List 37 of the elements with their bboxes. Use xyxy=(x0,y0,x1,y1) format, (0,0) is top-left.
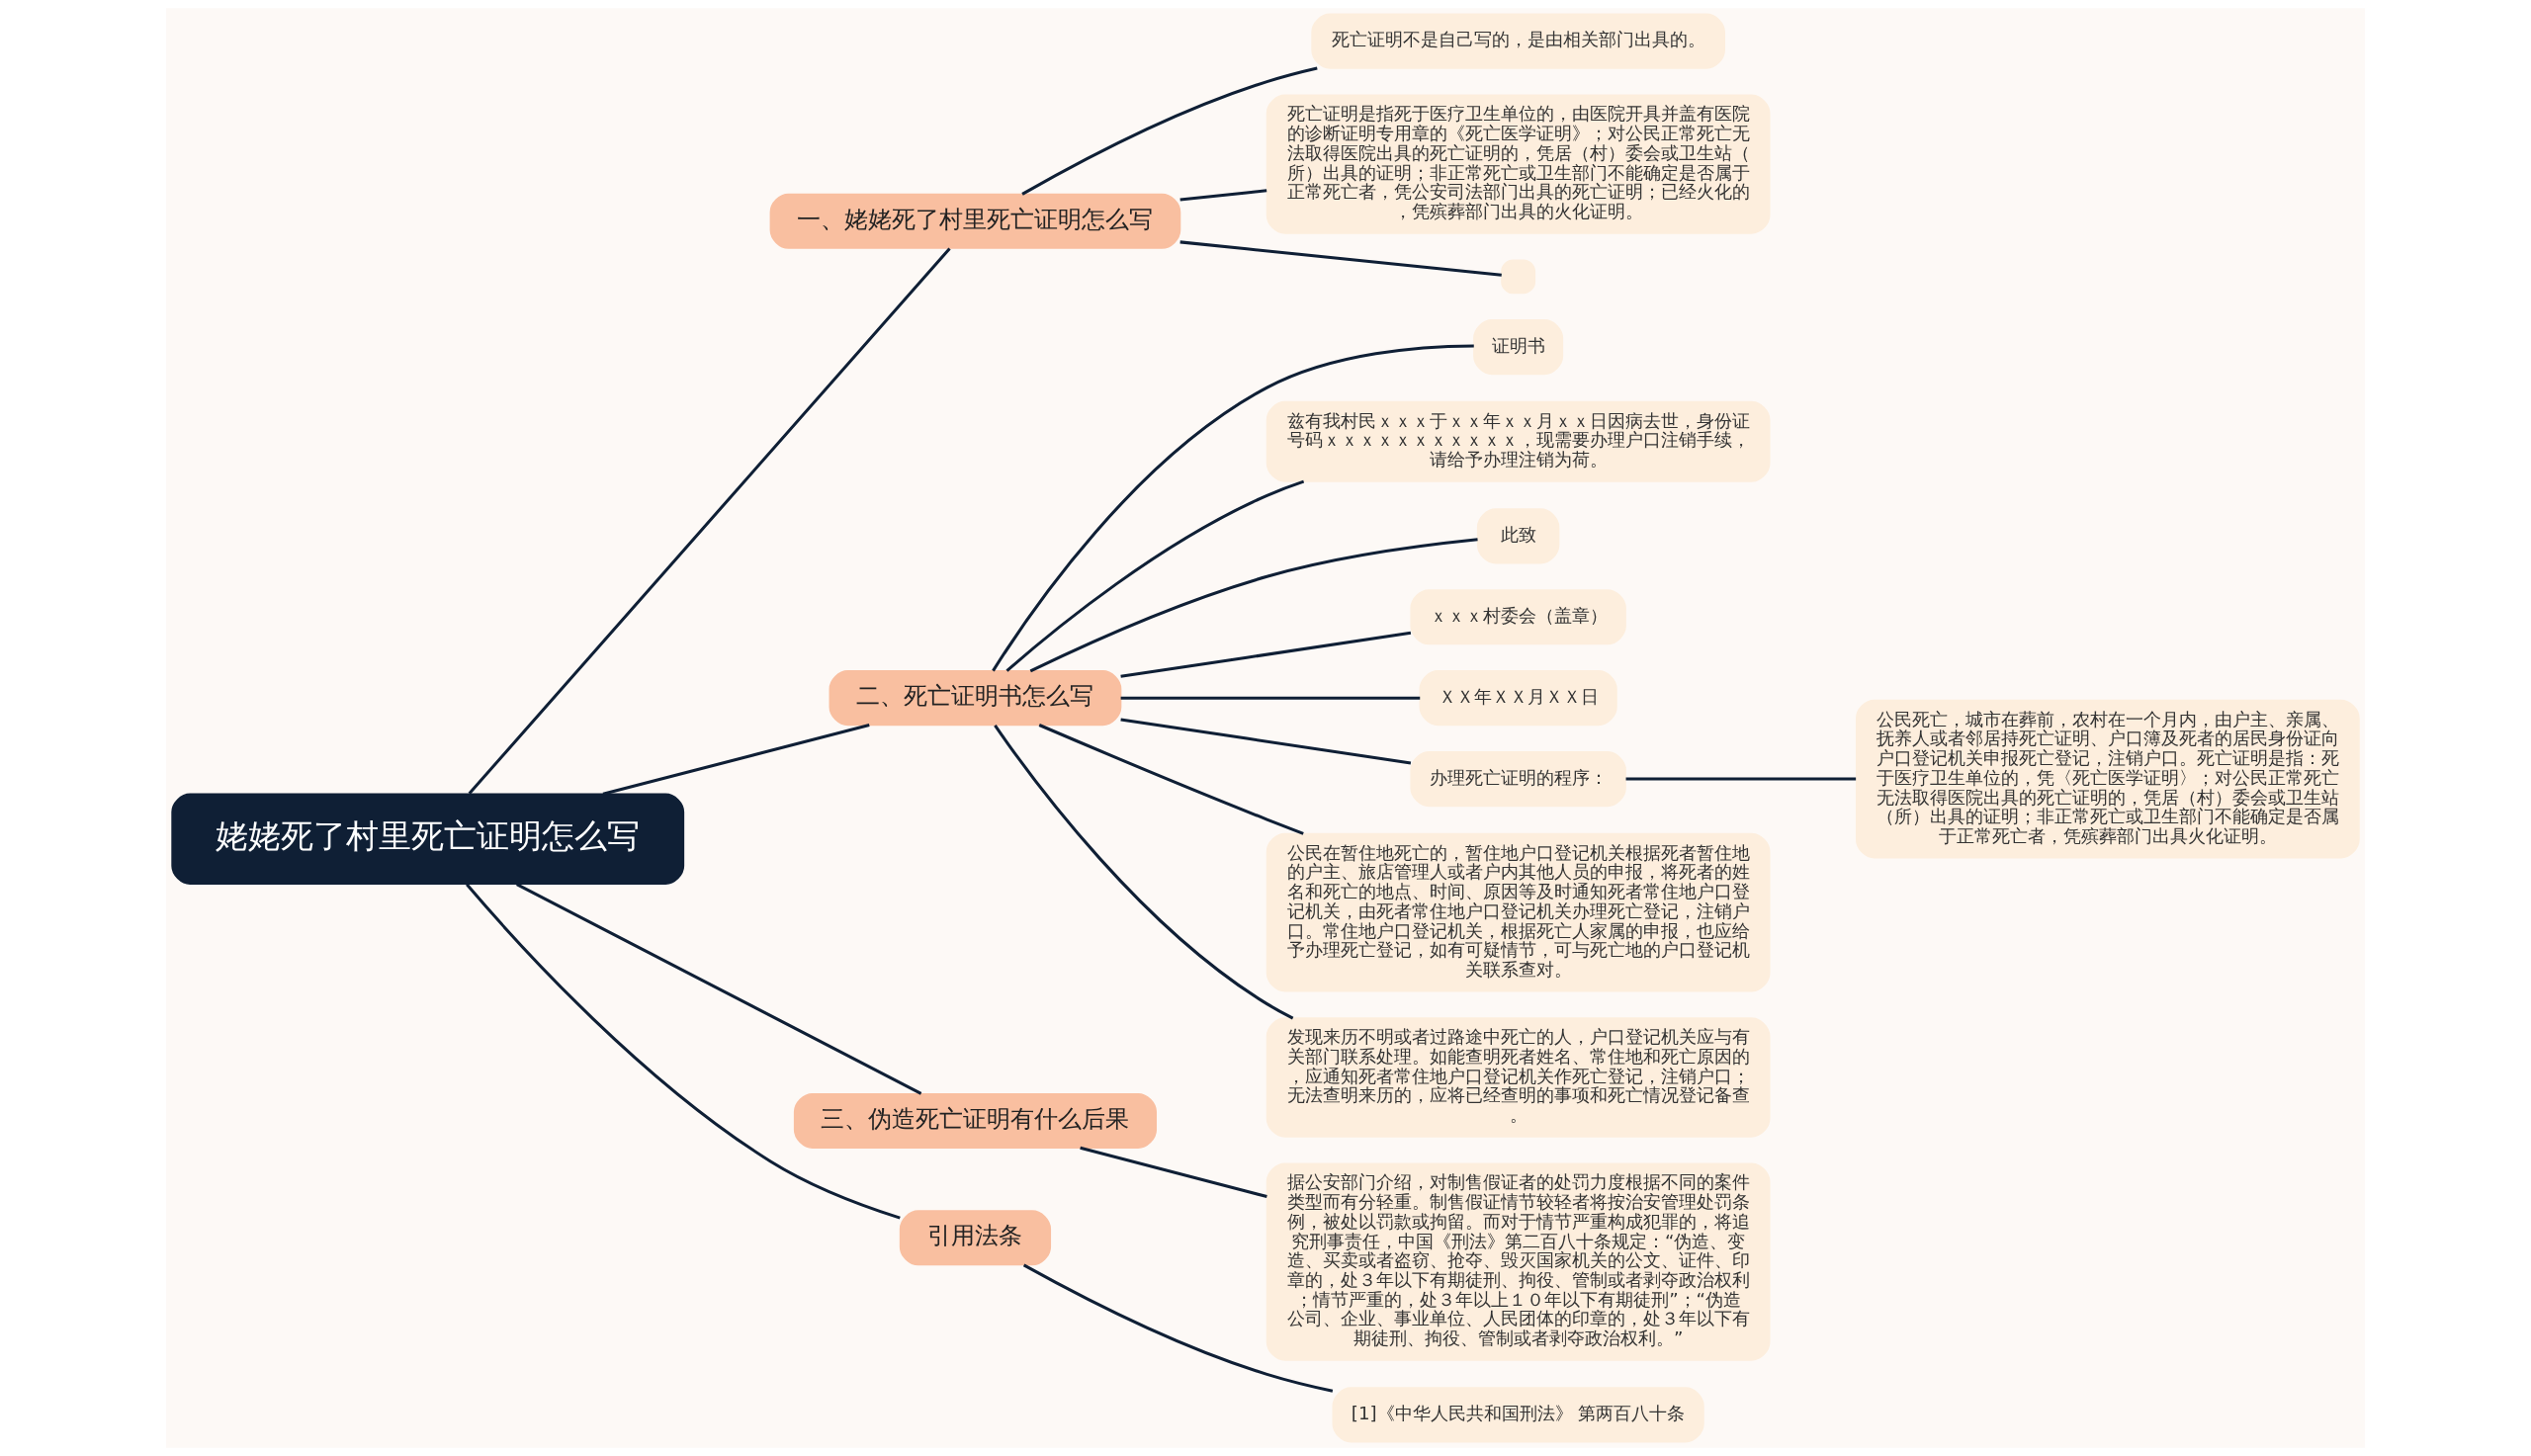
node-box: 发现来历不明或者过路途中死亡的人，户口登记机关应与有关部门联系处理。如能查明死者姓名、常住地和死亡原因的，应通知死者常住地户口登记机关作死亡登记，注销户口；无法查明来历的，应将已经查明的事项和死亡情况登记备查。 xyxy=(1266,1017,1771,1138)
connector xyxy=(602,724,870,796)
connector xyxy=(1179,189,1267,202)
node-box xyxy=(1501,259,1536,295)
connector xyxy=(1080,1146,1267,1199)
node-box: 姥姥死了村里死亡证明怎么写 xyxy=(171,793,685,886)
node-box: 证明书 xyxy=(1473,319,1564,376)
node-box: 引用法条 xyxy=(899,1210,1052,1266)
node-box: 兹有我村民ｘｘｘ于ｘｘ年ｘｘ月ｘｘ日因病去世，身份证号码ｘｘｘｘｘｘｘｘｘｘｘ，现需要办理户口注销手续，请给予办理注销为荷。 xyxy=(1266,400,1771,482)
node-box: ＸＸ年ＸＸ月ＸＸ日 xyxy=(1419,670,1617,727)
node-box: 死亡证明不是自己写的，是由相关部门出具的。 xyxy=(1311,13,1725,69)
node-box: 一、姥姥死了村里死亡证明怎么写 xyxy=(769,193,1181,249)
node-box: 三、伪造死亡证明有什么后果 xyxy=(793,1092,1157,1150)
connector xyxy=(1021,66,1318,196)
node-box: 二、死亡证明书怎么写 xyxy=(829,670,1122,727)
connector xyxy=(1029,538,1478,673)
node-box: 公民死亡，城市在葬前，农村在一个月内，由户主、亲属、抚养人或者邻居持死亡证明、户口簿及死者的居民身份证向户口登记机关申报死亡登记，注销户口。死亡证明是指：死于医疗卫生单位的，凭〈死亡医学证明〉；对公民正常死亡无法取得医院出具的死亡证明的，凭居（村）委会或卫生站（所）出具的证明；非正常死亡或卫生部门不能确定是否属于正常死亡者，凭殡葬部门出具火化证明。 xyxy=(1855,699,2360,859)
node-box: [1]《中华人民共和国刑法》 第两百八十条 xyxy=(1332,1387,1704,1443)
node-box: 死亡证明是指死于医疗卫生单位的，由医院开具并盖有医院的诊断证明专用章的《死亡医学证明》；对公民正常死亡无法取得医院出具的死亡证明的，凭居（村）委会或卫生站（所）出具的证明；非正常死亡或卫生部门不能确定是否属于正常死亡者，凭公安司法部门出具的死亡证明；已经火化的，凭殡葬部门出具的火化证明。 xyxy=(1266,94,1771,234)
connector xyxy=(1038,724,1304,835)
connector xyxy=(1005,479,1305,672)
connector xyxy=(516,883,922,1095)
node-box: ｘｘｘ村委会（盖章） xyxy=(1410,589,1626,645)
node-box: 此致 xyxy=(1476,508,1560,564)
connector xyxy=(1625,777,1857,781)
connector xyxy=(1022,1263,1334,1393)
connector xyxy=(994,725,1294,1020)
connector xyxy=(466,883,901,1220)
node-box: 据公安部门介绍，对制售假证者的处罚力度根据不同的案件类型而有分轻重。制售假证情节较轻者将按治安管理处罚条例，被处以罚款或拘留。而对于情节严重构成犯罪的，将追究刑事责任，中国《刑法》第二百八十条规定：“伪造、变造、买卖或者盗窃、抢夺、毁灭国家机关的公文、证件、印章的，处３年以下有期徒刑、拘役、管制或者剥夺政治权利；情节严重的，处３年以上１０年以下有期徒刑”；“伪造公司、企业、事业单位、人民团体的印章的，处３年以下有期徒刑、拘役、管制或者剥夺政治权利。” xyxy=(1266,1162,1771,1361)
connector xyxy=(1120,631,1412,678)
node-box: 公民在暂住地死亡的，暂住地户口登记机关根据死者暂住地的户主、旅店管理人或者户内其他人员的申报，将死者的姓名和死亡的地点、时间、原因等及时通知死者常住地户口登记机关，由死者常住地户口登记机关办理死亡登记，注销户口。常住地户口登记机关，根据死亡人家属的申报，也应给予办理死亡登记，如有可疑情节，可与死亡地的户口登记机关联系查对。 xyxy=(1266,832,1771,992)
connector xyxy=(468,247,951,795)
connector xyxy=(1120,718,1412,765)
connector xyxy=(1120,696,1421,700)
connector xyxy=(992,344,1474,672)
connector xyxy=(1179,240,1502,277)
node-box: 办理死亡证明的程序： xyxy=(1410,751,1626,808)
